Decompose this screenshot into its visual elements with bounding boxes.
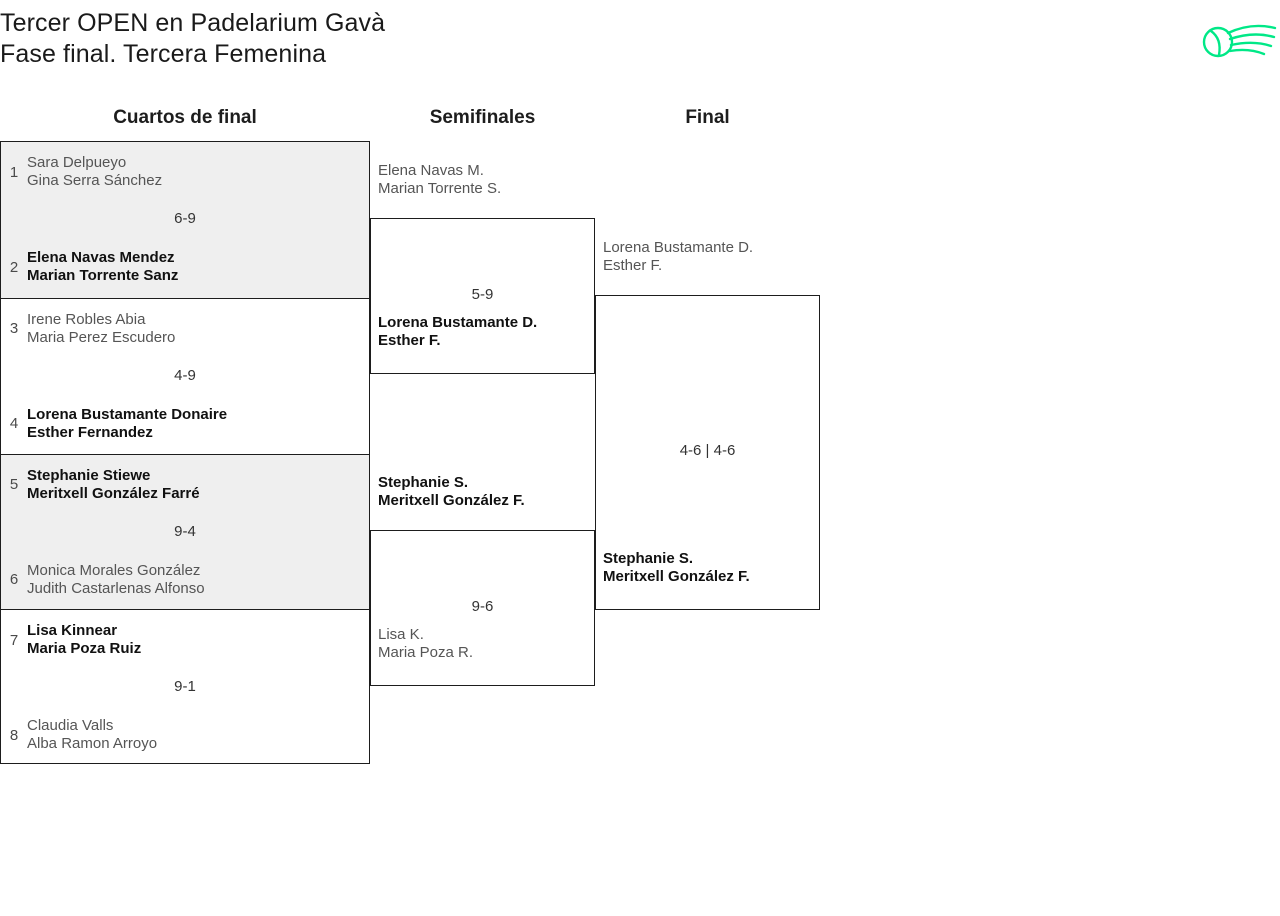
match-score: 4-9: [174, 366, 196, 384]
player-name-1: Irene Robles Abia: [27, 310, 146, 328]
team-name: Lorena Bustamante D. Esther F.: [603, 239, 753, 275]
match-slot-top[interactable]: Stephanie S. Meritxell González F.: [378, 474, 525, 510]
player-name-1: Monica Morales González: [27, 561, 201, 579]
match-score: 9-6: [471, 598, 494, 615]
quarterfinals-column: 1 Sara Delpueyo Gina Serra Sánchez 6-9 2…: [0, 141, 370, 764]
match-slot-bottom[interactable]: Lorena Bustamante D. Esther F.: [378, 314, 537, 350]
player-name-1: Stephanie Stiewe: [27, 466, 151, 484]
seed-number: 5: [9, 476, 19, 493]
team-name: Stephanie S. Meritxell González F.: [378, 474, 525, 510]
quarterfinal-match-2[interactable]: 3 Irene Robles Abia Maria Perez Escudero…: [1, 297, 369, 454]
quarterfinal-match-3[interactable]: 5 Stephanie Stiewe Meritxell González Fa…: [1, 453, 369, 610]
player-name-1: Stephanie S.: [603, 550, 694, 567]
seed-number: 2: [9, 258, 19, 276]
match-slot-top[interactable]: Lorena Bustamante D. Esther F.: [603, 239, 753, 275]
player-name-1: Elena Navas M.: [378, 162, 484, 179]
player-name-1: Sara Delpueyo: [27, 154, 127, 171]
player-name-2: Alba Ramon Arroyo: [27, 735, 158, 753]
player-name-2: Maria Poza Ruiz: [27, 640, 142, 658]
semifinal-match-2[interactable]: Stephanie S. Meritxell González F. 9-6 L…: [370, 474, 595, 686]
team-name: Lisa K. Maria Poza R.: [378, 626, 473, 662]
player-name-1: Elena Navas Mendez: [27, 249, 175, 266]
tournament-title: Tercer OPEN en Padelarium Gavà Fase fina…: [0, 8, 900, 70]
page-header: Tercer OPEN en Padelarium Gavà Fase fina…: [0, 0, 1280, 96]
team-name: Sara Delpueyo Gina Serra Sánchez: [27, 154, 162, 190]
player-name-2: Esther F.: [378, 332, 441, 349]
match-slot-bottom[interactable]: 8 Claudia Valls Alba Ramon Arroyo: [1, 711, 369, 759]
tournament-title-line-2: Fase final. Tercera Femenina: [0, 40, 327, 68]
match-slot-top[interactable]: 5 Stephanie Stiewe Meritxell González Fa…: [1, 461, 369, 509]
seed-number: 7: [9, 631, 19, 649]
seed-number: 4: [9, 415, 19, 433]
player-name-2: Meritxell González Farré: [27, 484, 200, 502]
tournament-title-line-1: Tercer OPEN en Padelarium Gavà: [0, 9, 386, 37]
player-name-2: Esther Fernandez: [27, 423, 153, 441]
player-name-2: Judith Castarlenas Alfonso: [27, 579, 205, 597]
player-name-2: Marian Torrente Sanz: [27, 267, 179, 284]
player-name-2: Marian Torrente S.: [378, 180, 502, 197]
player-name-2: Esther F.: [603, 257, 663, 274]
match-score: 6-9: [174, 210, 196, 227]
final-match[interactable]: Lorena Bustamante D. Esther F. 4-6 | 4-6…: [595, 239, 820, 610]
round-header-semifinals: Semifinales: [429, 107, 536, 128]
player-name-2: Gina Serra Sánchez: [27, 172, 163, 189]
seed-number: 1: [9, 163, 19, 181]
match-slot-bottom[interactable]: 6 Monica Morales González Judith Castarl…: [1, 556, 369, 604]
round-header-quarterfinals: Cuartos de final: [113, 107, 257, 128]
match-slot-bottom[interactable]: Lisa K. Maria Poza R.: [378, 626, 473, 662]
quarterfinal-match-1[interactable]: 1 Sara Delpueyo Gina Serra Sánchez 6-9 2…: [1, 142, 369, 298]
player-name-1: Lorena Bustamante D.: [603, 239, 754, 256]
team-name: Claudia Valls Alba Ramon Arroyo: [27, 717, 157, 753]
seed-number: 6: [9, 571, 19, 588]
round-headers: Cuartos de final Semifinales Final: [0, 107, 1280, 135]
semifinal-match-1[interactable]: Elena Navas M. Marian Torrente S. 5-9 Lo…: [370, 162, 595, 374]
player-name-2: Maria Perez Escudero: [27, 328, 176, 346]
player-name-2: Meritxell González F.: [378, 492, 525, 509]
team-name: Elena Navas M. Marian Torrente S.: [378, 162, 501, 198]
padelarium-logo: [1197, 14, 1280, 70]
seed-number: 3: [9, 320, 19, 338]
team-name: Lisa Kinnear Maria Poza Ruiz: [27, 622, 141, 658]
ball-swoosh-icon: [1202, 24, 1277, 58]
match-slot-top[interactable]: Elena Navas M. Marian Torrente S.: [378, 162, 501, 198]
player-name-2: Meritxell González F.: [603, 568, 750, 585]
team-name: Elena Navas Mendez Marian Torrente Sanz: [27, 249, 178, 285]
round-header-final: Final: [685, 107, 730, 128]
player-name-1: Lorena Bustamante Donaire: [27, 405, 228, 423]
player-name-2: Maria Poza R.: [378, 644, 474, 661]
match-score: 5-9: [471, 286, 494, 303]
match-slot-bottom[interactable]: 4 Lorena Bustamante Donaire Esther Ferna…: [1, 400, 369, 448]
team-name: Stephanie Stiewe Meritxell González Farr…: [27, 467, 200, 503]
player-name-1: Stephanie S.: [378, 474, 469, 491]
match-slot-top[interactable]: 3 Irene Robles Abia Maria Perez Escudero: [1, 305, 369, 353]
quarterfinal-match-4[interactable]: 7 Lisa Kinnear Maria Poza Ruiz 9-1 8 Cla…: [1, 609, 369, 765]
match-score: 4-6 | 4-6: [679, 442, 736, 459]
player-name-1: Claudia Valls: [27, 717, 114, 735]
tournament-bracket: 1 Sara Delpueyo Gina Serra Sánchez 6-9 2…: [0, 141, 1280, 781]
team-name: Lorena Bustamante Donaire Esther Fernand…: [27, 406, 227, 442]
player-name-1: Lisa K.: [378, 626, 424, 643]
player-name-1: Lisa Kinnear: [27, 622, 118, 640]
team-name: Monica Morales González Judith Castarlen…: [27, 562, 205, 598]
match-score: 9-1: [174, 678, 196, 696]
match-slot-top[interactable]: 1 Sara Delpueyo Gina Serra Sánchez: [1, 148, 369, 196]
match-slot-bottom[interactable]: Stephanie S. Meritxell González F.: [603, 550, 750, 586]
player-name-1: Lorena Bustamante D.: [378, 314, 538, 331]
team-name: Irene Robles Abia Maria Perez Escudero: [27, 311, 175, 347]
match-slot-bottom[interactable]: 2 Elena Navas Mendez Marian Torrente San…: [1, 243, 369, 291]
match-slot-top[interactable]: 7 Lisa Kinnear Maria Poza Ruiz: [1, 616, 369, 664]
team-name: Stephanie S. Meritxell González F.: [603, 550, 750, 586]
seed-number: 8: [9, 726, 19, 744]
match-score: 9-4: [174, 522, 196, 540]
team-name: Lorena Bustamante D. Esther F.: [378, 314, 537, 350]
